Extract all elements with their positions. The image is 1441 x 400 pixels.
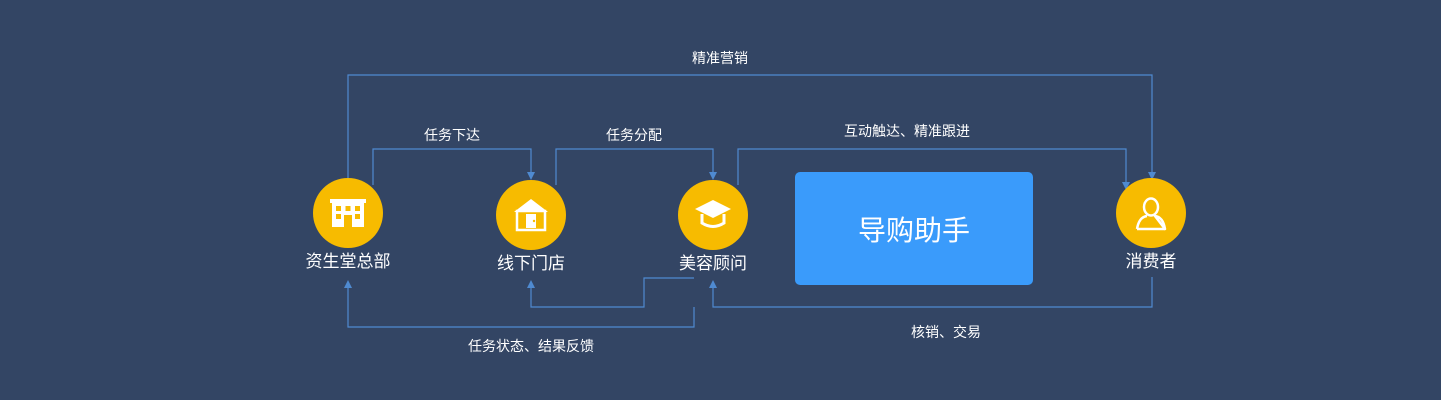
node-consumer: 消费者 [1091, 178, 1211, 272]
node-advisor-label: 美容顾问 [679, 254, 747, 274]
node-store: 线下门店 [471, 180, 591, 274]
edge-interaction [737, 148, 1130, 190]
edge-label-task-assign: 任务分配 [606, 128, 662, 144]
node-hq-label: 资生堂总部 [305, 252, 391, 272]
edge-task-dispatch [372, 148, 535, 185]
person-icon [1116, 178, 1186, 248]
edge-task-assign [555, 148, 717, 185]
edge-feedback-store [527, 277, 694, 308]
shopping-assistant-box: 导购助手 [795, 172, 1033, 285]
node-store-label: 线下门店 [497, 254, 565, 274]
shopping-assistant-label: 导购助手 [857, 213, 970, 247]
mortarboard-icon [678, 180, 748, 250]
edge-label-precision-marketing: 精准营销 [692, 51, 748, 67]
node-hq: 资生堂总部 [288, 178, 408, 272]
node-consumer-label: 消费者 [1125, 252, 1177, 272]
edge-label-feedback: 任务状态、结果反馈 [468, 339, 594, 355]
edge-label-redeem-trade: 核销、交易 [911, 325, 981, 341]
shop-icon [496, 180, 566, 250]
edge-precision-marketing [347, 74, 1156, 182]
node-advisor: 美容顾问 [653, 180, 773, 274]
edge-label-task-dispatch: 任务下达 [424, 128, 480, 144]
edge-redeem-trade [709, 277, 1153, 308]
building-icon [313, 178, 383, 248]
edge-label-interaction: 互动触达、精准跟进 [844, 124, 970, 140]
edge-feedback-hq [344, 280, 695, 328]
